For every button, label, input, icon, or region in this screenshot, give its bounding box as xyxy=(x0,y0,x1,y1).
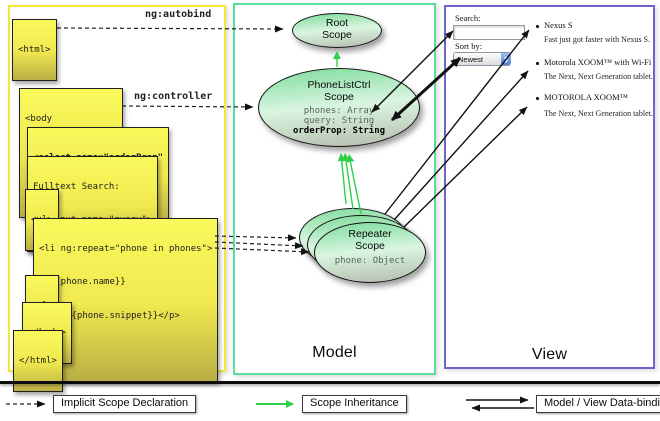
code-line: Fulltext Search: xyxy=(33,181,120,192)
scope-prop-orderprop: orderProp: String xyxy=(292,126,386,137)
model-panel-label: Model xyxy=(312,344,357,361)
code-box-html-open: <html> xyxy=(12,19,57,82)
list-item-desc: Fast just got faster with Nexus S. xyxy=(544,35,650,44)
code-line: <html> xyxy=(18,44,51,55)
bullet-icon xyxy=(536,25,539,28)
root-scope-ellipse: Root Scope xyxy=(292,13,382,48)
legend-data-binding: Model / View Data-binding xyxy=(536,395,660,413)
bullet-icon xyxy=(536,62,539,65)
list-item-title: MOTOROLA XOOM™ xyxy=(544,92,628,102)
search-input[interactable] xyxy=(453,25,525,40)
sort-dropdown[interactable]: Newest xyxy=(453,52,511,66)
search-label: Search: xyxy=(455,13,481,23)
scope-title: Scope xyxy=(355,239,385,252)
code-line: <body xyxy=(25,113,53,124)
sort-dropdown-value: Newest xyxy=(458,54,484,64)
legend-separator xyxy=(0,381,660,384)
view-panel-label: View xyxy=(531,346,568,363)
code-box-li-repeat: <li ng:repeat="phone in phones"> {{phone… xyxy=(33,218,219,382)
label-ng-autobind: ng:autobind xyxy=(145,9,212,20)
list-item-desc: The Next, Next Generation tablet. xyxy=(544,109,653,118)
code-line: <li ng:repeat="phone in phones"> xyxy=(39,243,213,254)
code-line: <p>{{phone.snippet}}</p> xyxy=(39,311,180,321)
dropdown-stepper-icon xyxy=(501,53,511,65)
code-line: </html> xyxy=(19,355,57,366)
scope-prop-query: query: String xyxy=(303,115,375,126)
legend-implicit-scope: Implicit Scope Declaration xyxy=(53,395,197,413)
repeater-scope-ellipse: Repeater Scope phone: Object xyxy=(314,222,426,283)
scope-prop-phones: phones: Array xyxy=(303,105,375,116)
scope-title: Scope xyxy=(324,90,354,103)
code-line: {{phone.name}} xyxy=(39,277,126,288)
legend-scope-inheritance: Scope Inheritance xyxy=(302,395,407,413)
model-panel: Model xyxy=(233,3,436,375)
scope-title: Root xyxy=(325,17,349,29)
label-ng-controller: ng:controller xyxy=(134,91,213,102)
list-item-title: Motorola XOOM™ with Wi-Fi xyxy=(544,57,652,67)
scope-prop-phone: phone: Object xyxy=(334,255,406,266)
bullet-icon xyxy=(536,97,539,100)
list-item-title: Nexus S xyxy=(544,20,573,30)
list-item-desc: The Next, Next Generation tablet. xyxy=(544,72,653,81)
scope-title: Scope xyxy=(322,28,352,41)
scope-title: PhoneListCtrl xyxy=(307,79,371,91)
phonelistctrl-scope-ellipse: PhoneListCtrl Scope phones: Array query:… xyxy=(258,68,420,147)
scope-title: Repeater xyxy=(348,228,392,240)
sort-by-label: Sort by: xyxy=(455,41,483,51)
